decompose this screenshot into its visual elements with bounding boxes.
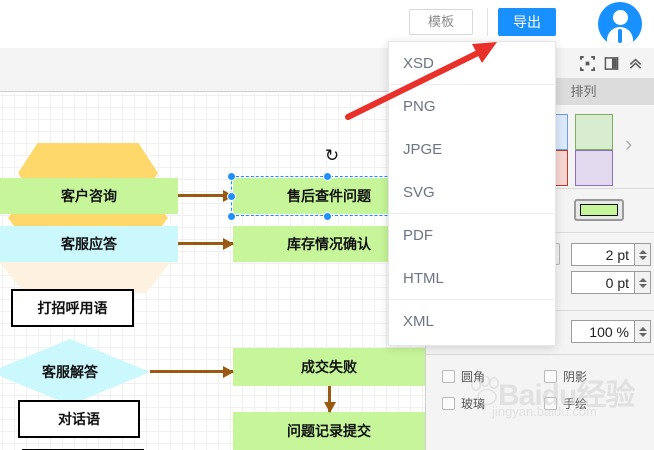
export-menu-item-pdf[interactable]: PDF bbox=[403, 227, 433, 244]
checkbox-rounded-box[interactable] bbox=[442, 370, 455, 383]
resize-handle-tc[interactable] bbox=[323, 172, 332, 181]
effects-section: 圆角 阴影 玻璃 手绘 bbox=[426, 355, 654, 450]
canvas-area[interactable]: 客户咨询 售后查件问题 客服应答 库存情况确认 打招呼用语 客服解答 成交失败 … bbox=[0, 48, 425, 450]
rotate-icon[interactable]: ↻ bbox=[324, 146, 340, 165]
checkbox-glass[interactable]: 玻璃 bbox=[442, 395, 485, 412]
collapse-chevron-icon[interactable] bbox=[628, 56, 643, 71]
export-menu-item-xsd[interactable]: XSD bbox=[389, 42, 555, 85]
perimeter-stepper-buttons[interactable] bbox=[635, 271, 651, 294]
checkbox-handdrawn-box[interactable] bbox=[544, 397, 557, 410]
export-menu-item-png[interactable]: PNG bbox=[403, 98, 436, 115]
style-preview-button[interactable] bbox=[574, 199, 624, 221]
avatar-head-icon bbox=[612, 10, 628, 25]
flow-node-deal-failed[interactable]: 成交失败 bbox=[233, 348, 425, 386]
resize-handle-tl[interactable] bbox=[227, 172, 236, 181]
canvas-top-strip bbox=[0, 48, 425, 92]
line-width-stepper[interactable] bbox=[571, 243, 651, 266]
top-bar: 模板 导出 bbox=[0, 0, 654, 48]
export-menu-item-html[interactable]: HTML bbox=[389, 257, 555, 300]
line-width-input[interactable] bbox=[571, 243, 635, 266]
resize-handle-bc[interactable] bbox=[323, 212, 332, 221]
transparency-stepper-buttons[interactable] bbox=[635, 320, 651, 343]
transparency-stepper[interactable] bbox=[571, 320, 651, 343]
connector-arrow bbox=[178, 189, 234, 202]
export-format-menu[interactable]: XSD PNG JPGE SVG PDF HTML XML bbox=[388, 41, 556, 346]
connector-arrow bbox=[178, 237, 234, 250]
checkbox-rounded-label: 圆角 bbox=[461, 370, 486, 384]
checkbox-handdrawn[interactable]: 手绘 bbox=[544, 395, 587, 412]
checkbox-glass-label: 玻璃 bbox=[461, 397, 486, 411]
swatch-purple[interactable] bbox=[575, 150, 613, 186]
flow-node-issue-record-submit[interactable]: 问题记录提交 bbox=[233, 412, 425, 450]
export-menu-item-jpge[interactable]: JPGE bbox=[403, 141, 443, 158]
resize-handle-ml[interactable] bbox=[227, 192, 236, 201]
checkbox-shadow-box[interactable] bbox=[544, 370, 557, 383]
avatar-tie-icon bbox=[618, 29, 622, 43]
transparency-input[interactable] bbox=[571, 320, 635, 343]
checkbox-handdrawn-label: 手绘 bbox=[563, 397, 588, 411]
panel-toggle-icon[interactable] bbox=[604, 56, 619, 71]
export-menu-item-xml[interactable]: XML bbox=[403, 313, 434, 330]
export-button[interactable]: 导出 bbox=[498, 8, 556, 36]
flow-node-customer-inquiry[interactable]: 客户咨询 bbox=[0, 178, 178, 214]
resize-handle-bl[interactable] bbox=[227, 212, 236, 221]
export-menu-item-svg[interactable]: SVG bbox=[389, 171, 555, 214]
template-button[interactable]: 模板 bbox=[409, 9, 473, 35]
checkbox-glass-box[interactable] bbox=[442, 397, 455, 410]
checkbox-rounded[interactable]: 圆角 bbox=[442, 368, 485, 385]
chevron-right-icon[interactable]: › bbox=[625, 131, 633, 156]
flow-node-dialog-phrase[interactable]: 对话语 bbox=[18, 400, 140, 438]
swatch-green[interactable] bbox=[575, 114, 613, 150]
checkbox-shadow-label: 阴影 bbox=[563, 370, 588, 384]
flow-node-service-reply[interactable]: 客服应答 bbox=[0, 226, 178, 262]
fullscreen-icon[interactable] bbox=[580, 55, 595, 71]
style-preview-swatch bbox=[580, 204, 618, 216]
perimeter-stepper[interactable] bbox=[571, 271, 651, 294]
user-avatar[interactable] bbox=[598, 2, 642, 46]
connector-arrow bbox=[150, 365, 234, 378]
flow-node-greeting-phrase[interactable]: 打招呼用语 bbox=[11, 289, 134, 327]
toolbar-divider bbox=[487, 8, 488, 36]
connector-arrow bbox=[323, 386, 336, 413]
checkbox-shadow[interactable]: 阴影 bbox=[544, 368, 587, 385]
perimeter-input[interactable] bbox=[571, 271, 635, 294]
line-width-stepper-buttons[interactable] bbox=[635, 243, 651, 266]
